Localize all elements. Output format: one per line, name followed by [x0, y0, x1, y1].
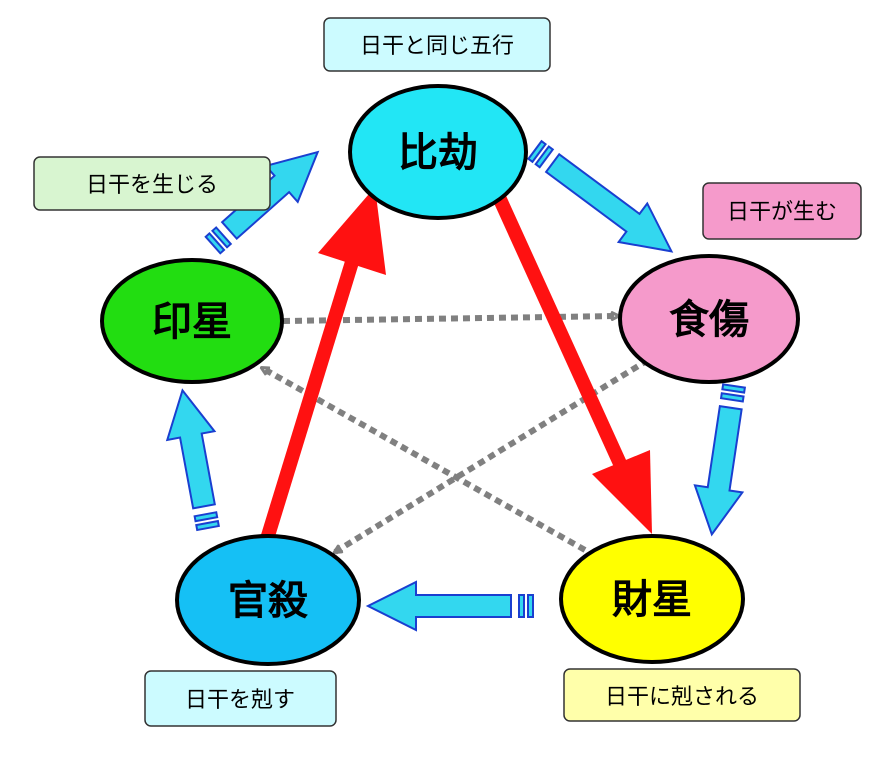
node-insei-ellipse [100, 258, 284, 384]
block-arrow-kansatsu-to-insei [165, 388, 220, 532]
node-hikou-ellipse [348, 84, 528, 220]
label-kansatsu-text: 日干を剋す [185, 688, 295, 713]
dotted-arrow-insei-to-shokushou [282, 316, 618, 324]
block-arrow-hikou-to-shokushou [527, 139, 674, 253]
label-shokushou: 日干が生む [702, 182, 862, 240]
dotted-arrow-shokushou-to-kansatsu [335, 357, 650, 555]
label-zaisei-text: 日干に剋される [605, 685, 759, 710]
node-kansatsu: 官殺 [175, 534, 361, 666]
node-kansatsu-label: 官殺 [228, 577, 308, 624]
node-hikou-label: 比劫 [398, 129, 478, 176]
dotted-arrow-zaisei-to-insei [262, 365, 587, 553]
node-insei-label: 印星 [152, 298, 232, 345]
label-hikou: 日干と同じ五行 [323, 17, 551, 72]
red-arrow-hikou-to-zaisei [491, 192, 652, 534]
label-zaisei: 日干に剋される [563, 668, 801, 722]
node-zaisei: 財星 [559, 534, 745, 664]
node-hikou: 比劫 [348, 84, 528, 220]
label-insei-text: 日干を生じる [86, 173, 218, 198]
node-shokushou-label: 食傷 [669, 296, 749, 343]
node-zaisei-ellipse [559, 534, 745, 664]
node-shokushou: 食傷 [618, 254, 800, 384]
red-arrow-kansatsu-to-hikou [260, 187, 386, 542]
label-kansatsu: 日干を剋す [144, 670, 337, 727]
label-hikou-text: 日干と同じ五行 [360, 34, 514, 59]
block-arrow-shokushou-to-zaisei [693, 383, 747, 537]
node-insei: 印星 [100, 258, 284, 384]
node-zaisei-label: 財星 [612, 576, 692, 623]
node-kansatsu-ellipse [175, 534, 361, 666]
label-insei: 日干を生じる [33, 156, 271, 211]
block-arrow-zaisei-to-kansatsu [365, 580, 534, 632]
node-shokushou-ellipse [618, 254, 800, 384]
label-shokushou-text: 日干が生む [727, 200, 837, 225]
